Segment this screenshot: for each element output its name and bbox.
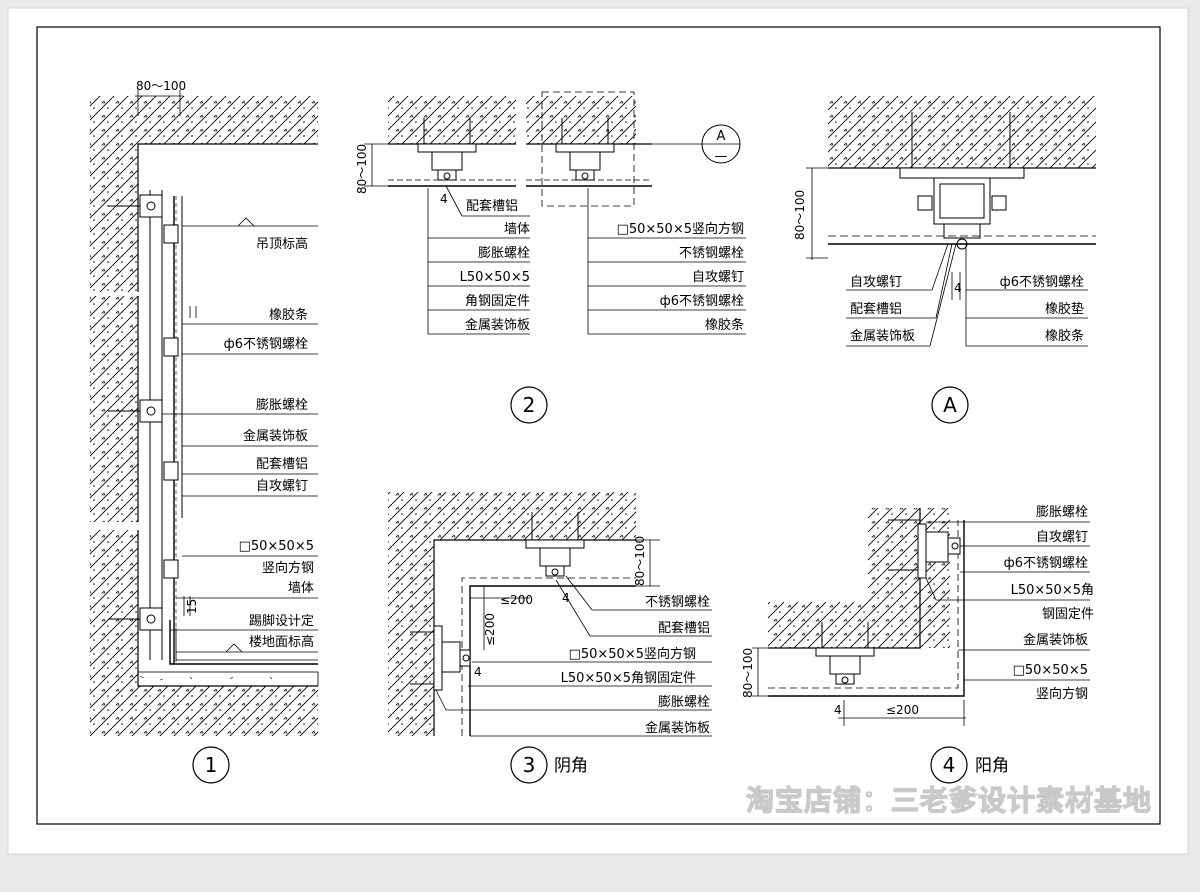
d2-label-channel: 配套槽铝 bbox=[466, 198, 518, 214]
d4-label-screw: 自攻螺钉 bbox=[1036, 530, 1088, 545]
da-number: A bbox=[943, 393, 957, 417]
d2-label-panel: 金属装饰板 bbox=[465, 317, 530, 333]
d4-label-angle-1: L50×50×5角 bbox=[1011, 583, 1094, 598]
d1-label-channel-al: 配套槽铝 bbox=[256, 456, 308, 472]
d4-number: 4 bbox=[943, 753, 956, 777]
d1-label-rubber-strip: 橡胶条 bbox=[269, 307, 308, 323]
d1-label-screw: 自攻螺钉 bbox=[256, 479, 308, 494]
d1-label-tube-size: □50×50×5 bbox=[239, 539, 314, 554]
d4-dim-4: 4 bbox=[834, 703, 842, 717]
d3-dim-right: 80～100 bbox=[633, 536, 647, 586]
d1-label-skirting: 踢脚设计定 bbox=[249, 613, 314, 629]
d4-label-angle-2: 钢固定件 bbox=[1042, 607, 1094, 622]
d3-label-channel: 配套槽铝 bbox=[658, 620, 710, 636]
d1-dim-top: 80～100 bbox=[136, 79, 186, 93]
detail-1: 80～100 bbox=[90, 79, 319, 784]
detail-2: 80～100 4 A — 配套槽铝 墙体 膨胀螺栓 bbox=[355, 91, 746, 424]
d1-label-expansion-bolt: 膨胀螺栓 bbox=[256, 398, 308, 413]
da-label-screw: 自攻螺钉 bbox=[850, 275, 902, 290]
d4-label-panel: 金属装饰板 bbox=[1023, 632, 1088, 648]
d2-number: 2 bbox=[523, 393, 536, 417]
d2-dim-left: 80～100 bbox=[355, 144, 369, 194]
d2-label-angle-size: L50×50×5 bbox=[460, 270, 530, 285]
d3-label-tube: □50×50×5竖向方钢 bbox=[569, 646, 696, 662]
d4-dim-left: 80～100 bbox=[741, 648, 755, 698]
d2-label-expansion: 膨胀螺栓 bbox=[478, 246, 530, 261]
d3-number: 3 bbox=[523, 753, 536, 777]
d2-label-phi6: ф6不锈钢螺栓 bbox=[660, 294, 744, 309]
d1-label-wall: 墙体 bbox=[288, 581, 314, 596]
watermark: 淘宝店铺：三老爹设计素材基地 bbox=[746, 784, 1152, 817]
drawing-frame bbox=[36, 26, 1161, 825]
d2-label-screw: 自攻螺钉 bbox=[692, 270, 744, 285]
detail-3: 80～100 ≤200 ≤200 4 4 不锈钢螺栓 配套槽铝 □50×50×5… bbox=[388, 492, 712, 784]
d4-dim-200: ≤200 bbox=[886, 703, 919, 717]
d4-label-phi6: ф6不锈钢螺栓 bbox=[1004, 556, 1088, 571]
d3-label-expansion: 膨胀螺栓 bbox=[658, 695, 710, 710]
d1-dim-small: 15 bbox=[185, 599, 199, 614]
d2-dim-4: 4 bbox=[440, 192, 448, 206]
detail-a: 80～100 4 自攻螺钉 配套槽铝 金属装饰板 ф6不锈钢螺栓 橡胶垫 橡胶条… bbox=[793, 96, 1096, 424]
d1-label-ceiling-elev: 吊顶标高 bbox=[256, 236, 308, 252]
d4-label-tube: 竖向方钢 bbox=[1036, 686, 1088, 702]
d3-dim-200-h: ≤200 bbox=[500, 593, 533, 607]
d3-dim-4b: 4 bbox=[474, 665, 482, 679]
d2-label-tube: □50×50×5竖向方钢 bbox=[617, 221, 744, 237]
d1-label-metal-panel: 金属装饰板 bbox=[243, 428, 308, 444]
d2-callout-top: A bbox=[717, 129, 726, 144]
d3-label-angle: L50×50×5角钢固定件 bbox=[561, 671, 696, 686]
da-label-rubber-pad: 橡胶垫 bbox=[1045, 301, 1084, 317]
d2-callout-bottom: — bbox=[715, 149, 728, 164]
d3-dim-4a: 4 bbox=[562, 591, 570, 605]
d2-label-rubber: 橡胶条 bbox=[705, 317, 744, 333]
d2-label-angle: 角钢固定件 bbox=[465, 294, 530, 309]
d3-caption: 阴角 bbox=[554, 756, 588, 776]
da-dim-left: 80～100 bbox=[793, 190, 807, 240]
d1-label-tube: 竖向方钢 bbox=[262, 560, 314, 576]
d4-caption: 阳角 bbox=[975, 756, 1009, 776]
d4-label-tube-size: □50×50×5 bbox=[1013, 663, 1088, 678]
da-dim-4: 4 bbox=[954, 281, 962, 295]
d1-label-floor-elev: 楼地面标高 bbox=[249, 634, 314, 650]
d1-number: 1 bbox=[205, 753, 218, 777]
da-label-rubber-strip: 橡胶条 bbox=[1045, 328, 1084, 344]
d2-label-ss-bolt: 不锈钢螺栓 bbox=[679, 246, 744, 261]
d3-label-ss-bolt: 不锈钢螺栓 bbox=[645, 595, 710, 610]
da-label-phi6: ф6不锈钢螺栓 bbox=[1000, 275, 1084, 290]
d2-label-wall: 墙体 bbox=[504, 222, 530, 237]
da-label-channel: 配套槽铝 bbox=[850, 301, 902, 317]
detail-4: 80～100 4 ≤200 膨胀螺栓 自攻螺钉 ф6不锈钢螺栓 L50×50×5… bbox=[741, 505, 1094, 784]
d1-label-phi6-bolt: ф6不锈钢螺栓 bbox=[224, 337, 308, 352]
d3-label-panel: 金属装饰板 bbox=[645, 720, 710, 736]
d3-dim-200-v: ≤200 bbox=[483, 613, 497, 646]
da-label-panel: 金属装饰板 bbox=[850, 328, 915, 344]
d4-label-expansion: 膨胀螺栓 bbox=[1036, 505, 1088, 520]
